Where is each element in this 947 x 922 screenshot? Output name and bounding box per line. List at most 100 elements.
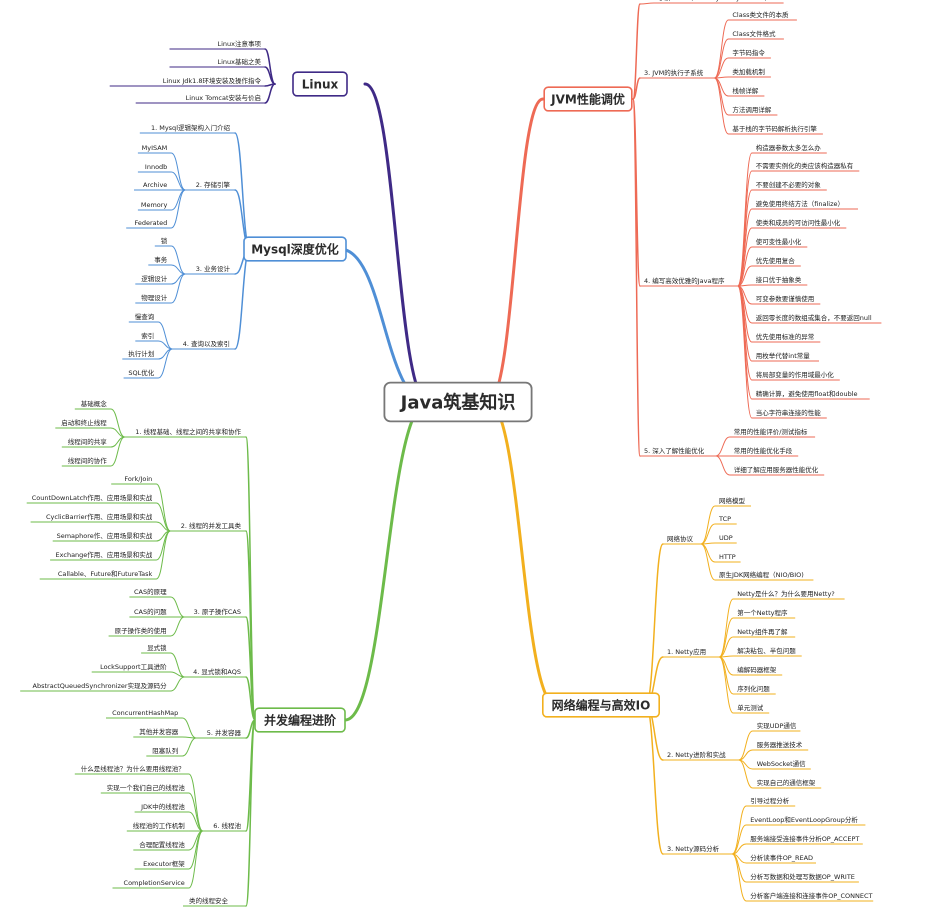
- leaf-line-jvm-1-1: [713, 38, 729, 79]
- leaf-node-concurrency-3-1: LockSupport工具进阶: [100, 662, 167, 671]
- leaf-node-jvm-1-5: 方法调用详解: [732, 105, 772, 114]
- leaf-node-jvm-2-14: 当心字符串连接的性能: [756, 408, 822, 417]
- leaf-node-mysql-1-4: Federated: [134, 219, 167, 227]
- center-node: Java筑基知识: [399, 391, 516, 413]
- leaf-node-network-3-2: 服务端接受连接事件分析OP_ACCEPT: [750, 834, 859, 843]
- leaf-node-network-1-4: 编解码器框架: [737, 665, 777, 674]
- leaf-line-jvm-1-6: [713, 77, 729, 135]
- leaf-line-network-3-5: [731, 853, 747, 902]
- leaf-node-concurrency-0-2: 线程间的共享: [68, 437, 108, 446]
- main-node-network: 网络编程与高效IO: [552, 697, 651, 712]
- sub-node-concurrency-4: 5. 并发容器: [207, 728, 242, 737]
- leaf-line-network-0-1: [700, 523, 716, 545]
- leaf-node-network-1-1: 第一个Netty程序: [737, 608, 788, 617]
- main-node-network-box[interactable]: [541, 692, 660, 718]
- leaf-node-mysql-3-2: 执行计划: [128, 349, 154, 358]
- sub-node-linux-0: Linux注意事项: [217, 39, 261, 48]
- sub-node-network-0: 网络协议: [667, 534, 694, 543]
- leaf-node-network-2-2: WebSocket通信: [757, 759, 806, 768]
- sub-node-linux-1: Linux基础之美: [217, 57, 261, 66]
- leaf-node-network-1-2: Netty组件再了解: [737, 627, 788, 636]
- leaf-node-network-1-6: 单元测试: [737, 703, 764, 712]
- leaf-line-mysql-2-3: [170, 273, 186, 304]
- leaf-node-jvm-0-0: 了解MAT （Memory Analyzer Tool）: [658, 0, 771, 2]
- main-node-linux: Linux: [302, 77, 339, 91]
- leaf-line-mysql-1-0: [170, 152, 186, 191]
- leaf-line-concurrency-2-2: [170, 616, 186, 637]
- leaf-line-network-2-3: [738, 759, 754, 789]
- leaf-node-jvm-2-1: 不需要实例化的类应该构造器私有: [756, 161, 854, 170]
- leaf-line-mysql-2-0: [170, 245, 186, 275]
- leaf-node-jvm-3-1: 常用的性能优化手段: [734, 446, 793, 455]
- sub-line-network-3: [645, 704, 664, 855]
- leaf-node-concurrency-2-0: CAS的原理: [134, 587, 167, 596]
- branch-line-network: [486, 400, 558, 707]
- sub-node-concurrency-2: 3. 原子操作CAS: [194, 607, 241, 616]
- sub-node-jvm-2: 4. 编写高效优雅的Java程序: [644, 276, 725, 285]
- leaf-line-network-0-4: [700, 543, 716, 581]
- leaf-line-mysql-3-0: [157, 321, 173, 350]
- main-node-jvm-box[interactable]: [543, 86, 633, 112]
- sub-line-jvm-1: [632, 77, 641, 100]
- leaf-line-jvm-3-2: [715, 455, 731, 476]
- leaf-node-network-0-3: HTTP: [719, 553, 736, 561]
- main-node-mysql-box[interactable]: [243, 236, 347, 262]
- center-node-box[interactable]: [383, 381, 533, 423]
- leaf-node-concurrency-1-3: Semaphore作、应用场景和实战: [57, 531, 153, 540]
- branch-line-linux: [363, 82, 430, 404]
- leaf-line-concurrency-5-1: [188, 792, 204, 832]
- leaf-node-concurrency-3-2: AbstractQueuedSynchronizer实现及源码分: [33, 681, 168, 690]
- sub-node-linux-3: Linux Tomcat安装与价启: [186, 93, 261, 102]
- sub-node-mysql-2: 3. 业务设计: [196, 264, 231, 273]
- leaf-node-concurrency-5-5: Executor框架: [143, 859, 185, 868]
- leaf-node-concurrency-2-1: CAS的问题: [134, 607, 167, 616]
- leaf-node-jvm-2-4: 使类和成员的可访问性最小化: [756, 218, 841, 227]
- leaf-node-jvm-2-0: 构造器参数太多怎么办: [756, 143, 822, 152]
- leaf-node-jvm-2-8: 可变参数要谨慎使用: [756, 294, 815, 303]
- leaf-line-network-0-0: [700, 505, 716, 545]
- leaf-line-concurrency-0-0: [110, 408, 126, 438]
- leaf-node-jvm-2-3: 避免使用终结方法（finalize）: [756, 199, 844, 208]
- main-node-concurrency-box[interactable]: [254, 707, 346, 733]
- leaf-node-jvm-2-10: 优先使用标准的异常: [756, 332, 815, 341]
- leaf-node-concurrency-0-1: 启动和终止线程: [61, 418, 107, 427]
- main-node-linux-box[interactable]: [292, 71, 348, 97]
- branch-line-concurrency: [343, 400, 430, 722]
- leaf-line-mysql-1-1: [170, 171, 186, 191]
- sub-node-network-1: 1. Netty应用: [667, 647, 706, 656]
- sub-line-concurrency-3: [245, 676, 256, 721]
- sub-node-linux-2: Linux Jdk1.8环境安装及操作指令: [163, 76, 262, 85]
- leaf-line-mysql-1-4: [170, 189, 186, 229]
- sub-node-concurrency-3: 4. 显式锁和AQS: [193, 667, 241, 676]
- leaf-node-concurrency-4-1: 其他并发容器: [139, 727, 179, 736]
- leaf-line-network-3-0: [731, 805, 747, 855]
- leaf-node-mysql-1-1: Innodb: [145, 163, 167, 171]
- sub-line-jvm-3: [632, 98, 641, 457]
- leaf-node-network-0-0: 网络模型: [719, 496, 746, 505]
- sub-line-linux-3: [264, 83, 276, 104]
- leaf-node-jvm-2-6: 优先使用复合: [756, 256, 796, 265]
- sub-node-jvm-1: 3. JVM的执行子系统: [644, 68, 704, 77]
- sub-node-jvm-3: 5. 深入了解性能优化: [644, 446, 705, 455]
- leaf-node-network-3-4: 分析写数据和处理写数据OP_WRITE: [750, 872, 855, 881]
- leaf-node-concurrency-4-0: ConcurrentHashMap: [112, 709, 178, 717]
- leaf-node-jvm-2-7: 接口优于抽象类: [756, 275, 802, 284]
- leaf-line-jvm-3-0: [715, 436, 731, 457]
- leaf-line-jvm-0-0: [639, 2, 655, 5]
- sub-node-mysql-3: 4. 查询以及索引: [183, 339, 230, 348]
- leaf-node-concurrency-6-0: 类的线程安全: [189, 896, 229, 905]
- leaf-node-jvm-1-1: Class文件格式: [732, 29, 776, 38]
- leaf-line-network-3-1: [731, 824, 747, 855]
- leaf-node-network-1-3: 解决粘包、半包问题: [737, 646, 796, 655]
- sub-line-jvm-0: [632, 3, 641, 100]
- leaf-line-jvm-2-12: [737, 285, 753, 381]
- leaf-node-mysql-2-1: 事务: [154, 255, 168, 264]
- leaf-node-jvm-2-5: 使可变性最小化: [756, 237, 802, 246]
- leaf-node-jvm-2-13: 精确计算，避免使用float和double: [756, 389, 858, 398]
- leaf-node-mysql-2-2: 逻辑设计: [141, 274, 168, 283]
- leaf-node-concurrency-3-0: 显式锁: [147, 643, 167, 652]
- leaf-node-concurrency-5-1: 实现一个我们自己的线程池: [107, 783, 186, 792]
- leaf-line-mysql-3-3: [157, 348, 173, 379]
- leaf-node-network-0-1: TCP: [718, 515, 731, 523]
